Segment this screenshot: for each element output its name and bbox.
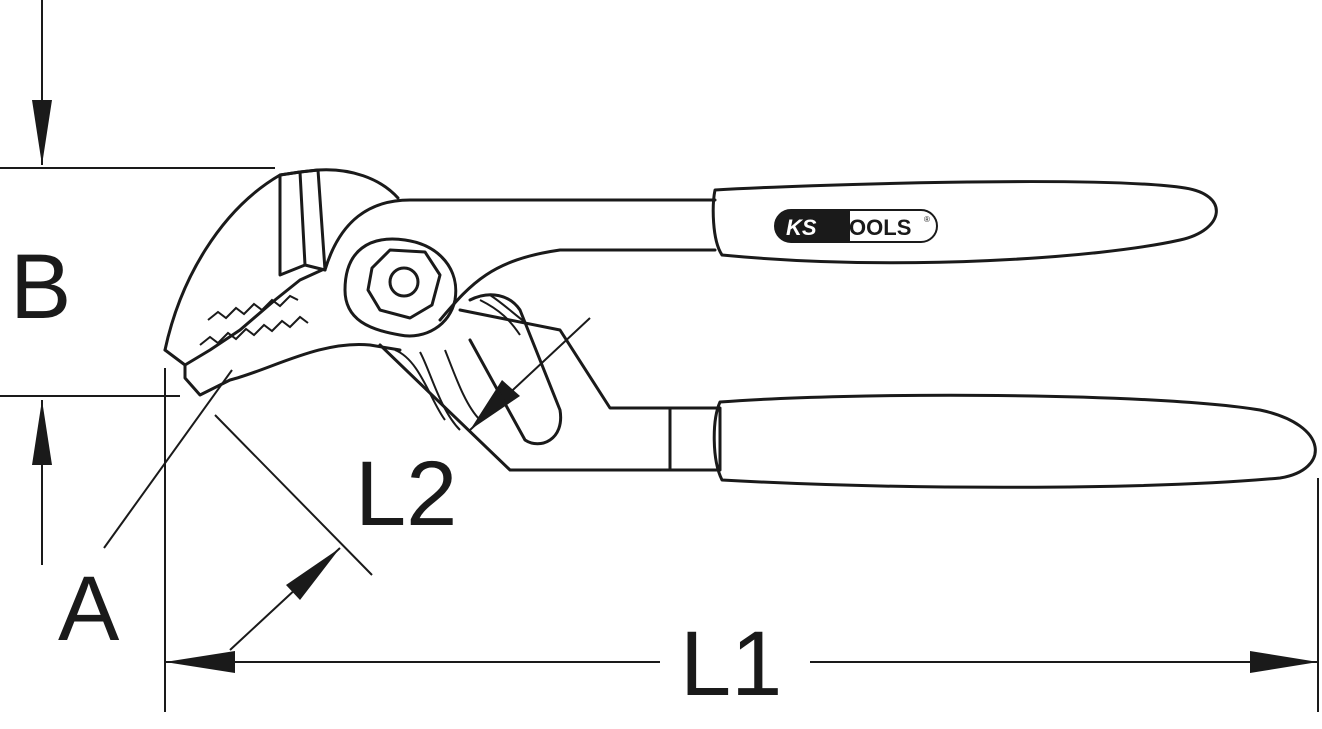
logo-ks: KS: [786, 215, 817, 240]
label-l1: L1: [680, 613, 782, 715]
dimension-a: A: [58, 369, 373, 660]
pliers-drawing: [163, 168, 1317, 489]
logo-registered: ®: [924, 215, 930, 224]
dimension-l2: L2: [355, 317, 591, 545]
dimension-l1: L1: [164, 368, 1319, 715]
label-l2: L2: [355, 443, 457, 545]
label-b: B: [10, 236, 71, 338]
dimension-b: B: [0, 0, 275, 565]
ks-tools-logo: KS TOOLS ®: [774, 209, 938, 243]
logo-tools: TOOLS: [836, 215, 911, 240]
label-a: A: [58, 558, 120, 660]
